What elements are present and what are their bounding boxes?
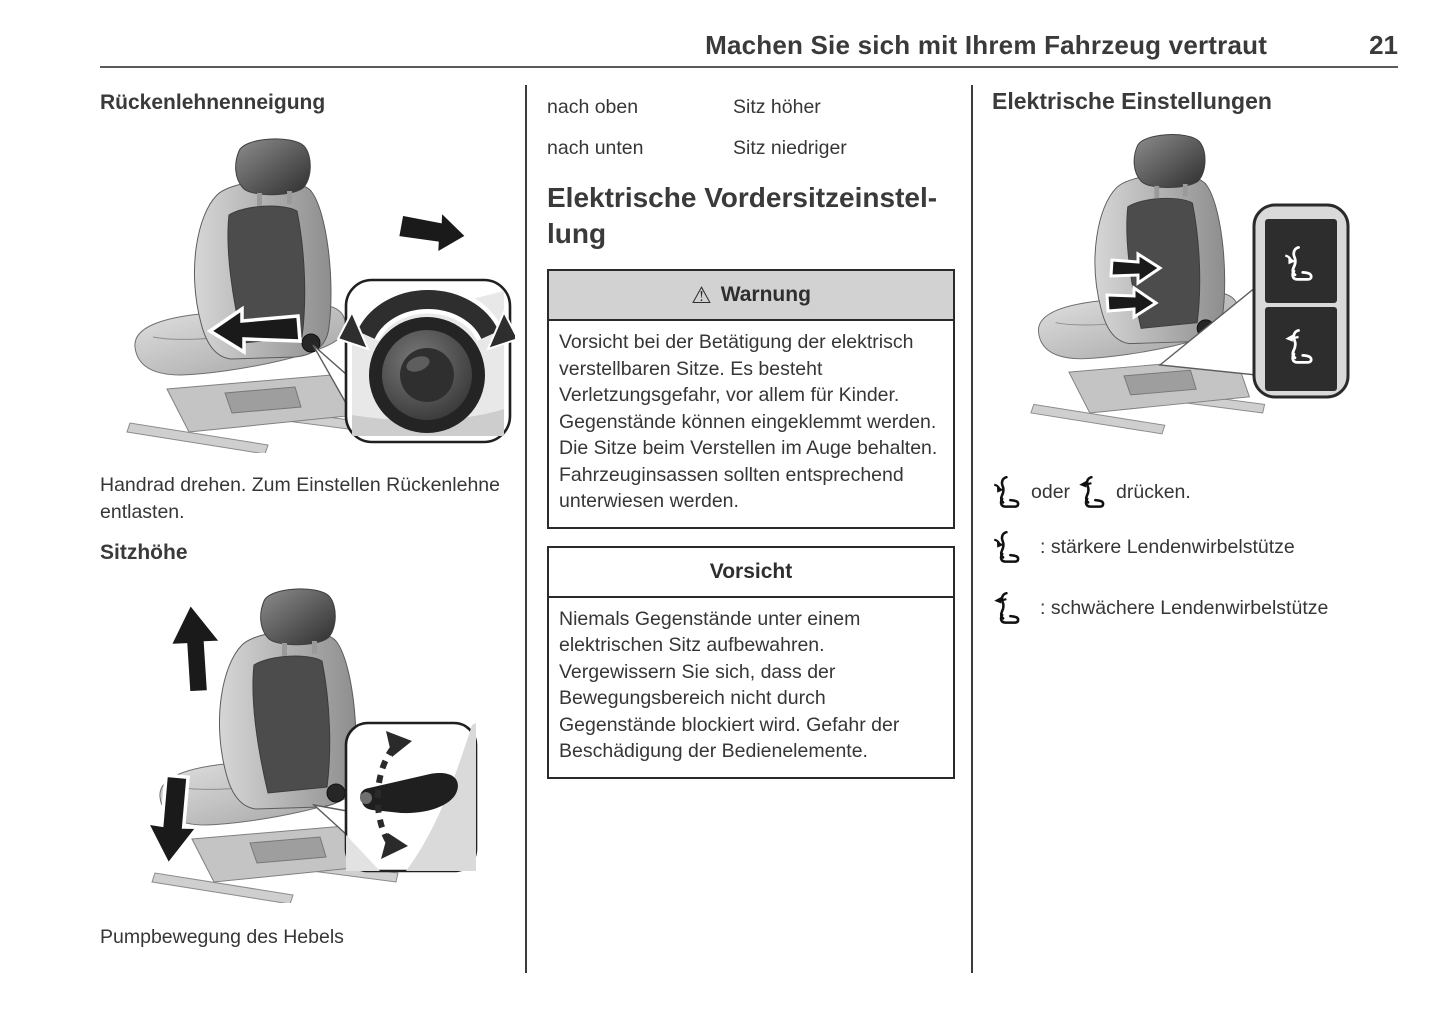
table-key: nach oben bbox=[547, 96, 639, 118]
section-heading-electric-front-seat: Elektrische Vordersitzeinstel-lung bbox=[547, 180, 955, 252]
press-word-after: drücken. bbox=[1116, 480, 1191, 503]
handwheel-inset bbox=[336, 278, 520, 444]
column-left: Rückenlehnenneigung bbox=[100, 85, 520, 951]
caution-paragraph: Niemals Gegenstände unter einem elektris… bbox=[559, 607, 900, 763]
heading-seat-height: Sitzhöhe bbox=[100, 541, 188, 564]
header-rule bbox=[100, 66, 1398, 68]
recline-seat-illustration bbox=[126, 138, 520, 455]
lumbar-increase-arrow bbox=[1109, 251, 1163, 286]
lumbar-stronger-button bbox=[1265, 219, 1337, 303]
caption-seat-height: Pumpbewegung des Hebels bbox=[100, 926, 344, 948]
column-divider-right bbox=[971, 85, 973, 973]
lumbar-weaker-icon bbox=[992, 590, 1024, 626]
legend-text: : schwächere Lendenwirbelstütze bbox=[1040, 596, 1329, 619]
heading-electric-settings: Elektrische Einstellungen bbox=[992, 88, 1272, 114]
lever-inset bbox=[344, 721, 478, 873]
warning-triangle-icon: ⚠ bbox=[691, 282, 712, 308]
warning-box-header: ⚠ Warnung bbox=[549, 271, 953, 321]
page-number: 21 bbox=[1369, 30, 1398, 60]
warning-paragraph: Die Sitze beim Verstellen im Auge behalt… bbox=[559, 437, 938, 512]
column-right: Elektrische Einstellungen bbox=[992, 85, 1410, 632]
page-header: Machen Sie sich mit Ihrem Fahrzeug vertr… bbox=[100, 30, 1398, 61]
lumbar-stronger-icon bbox=[992, 474, 1024, 510]
caution-box-body: Niemals Gegenstände unter einem elektris… bbox=[549, 598, 953, 777]
warning-box-title: Warnung bbox=[720, 283, 811, 306]
seat-down-arrow bbox=[143, 773, 202, 869]
press-word-between: oder bbox=[1031, 480, 1071, 503]
seat-up-arrow bbox=[166, 599, 226, 695]
caption-recline: Handrad drehen. Zum Einstellen Rückenleh… bbox=[100, 474, 500, 523]
figure-seat-height bbox=[100, 573, 515, 908]
caution-box: Vorsicht Niemals Gegenstände unter einem… bbox=[547, 545, 955, 779]
electric-seat-illustration bbox=[1030, 134, 1350, 435]
lumbar-weaker-button bbox=[1265, 307, 1337, 391]
caution-box-header: Vorsicht bbox=[549, 547, 953, 598]
warning-box-body: Vorsicht bei der Betätigung der elektris… bbox=[549, 321, 953, 527]
recline-back-arrow bbox=[395, 206, 471, 258]
legend-row-weaker: : schwächere Lendenwirbelstütze bbox=[992, 584, 1410, 632]
chapter-title: Machen Sie sich mit Ihrem Fahrzeug vertr… bbox=[705, 30, 1268, 60]
table-value: Sitz höher bbox=[733, 96, 821, 118]
height-seat-illustration bbox=[143, 588, 478, 905]
column-middle: nach oben Sitz höher nach unten Sitz nie… bbox=[547, 85, 955, 779]
table-row: nach oben Sitz höher bbox=[547, 94, 955, 121]
lumbar-decrease-arrow bbox=[1105, 285, 1159, 320]
recline-forward-arrow bbox=[206, 305, 302, 356]
section-heading-line2: lung bbox=[547, 218, 607, 249]
legend-row-stronger: : stärkere Lendenwirbelstütze bbox=[992, 523, 1410, 571]
caution-box-title: Vorsicht bbox=[709, 559, 793, 583]
warning-box: ⚠ Warnung Vorsicht bei der Betätigung de… bbox=[547, 269, 955, 529]
figure-backrest-recline bbox=[100, 123, 520, 458]
legend-text: : stärkere Lendenwirbelstütze bbox=[1040, 535, 1295, 558]
lumbar-stronger-icon bbox=[992, 529, 1024, 565]
column-divider-left bbox=[525, 85, 527, 973]
section-heading-line1: Elektrische Vordersitzeinstel- bbox=[547, 182, 938, 213]
height-direction-table: nach oben Sitz höher nach unten Sitz nie… bbox=[547, 94, 955, 162]
lumbar-switch-panel bbox=[1252, 203, 1350, 399]
press-instruction: oder drücken. bbox=[992, 474, 1410, 510]
figure-electric-settings bbox=[992, 127, 1410, 454]
table-key: nach unten bbox=[547, 137, 644, 159]
table-row: nach unten Sitz niedriger bbox=[547, 135, 955, 162]
table-value: Sitz niedriger bbox=[733, 137, 847, 159]
lumbar-weaker-icon bbox=[1077, 474, 1109, 510]
heading-recline: Rückenlehnenneigung bbox=[100, 91, 326, 114]
warning-paragraph: Vorsicht bei der Betätigung der elektris… bbox=[559, 331, 937, 433]
